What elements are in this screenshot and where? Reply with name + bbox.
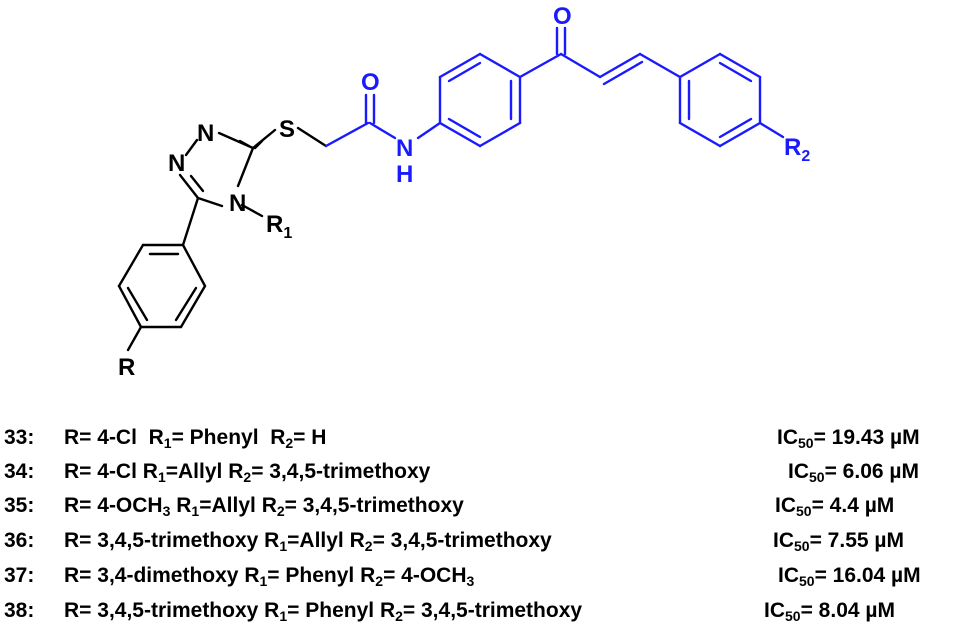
- blue-bonds: [324, 26, 785, 148]
- compound-ic50: IC50= 16.04 µM: [778, 564, 921, 589]
- chemical-structure: N N N S O N H O R R1 R2: [117, 3, 810, 381]
- atom-o-ketone: O: [553, 3, 572, 30]
- compound-ic50: IC50= 6.06 µM: [788, 460, 919, 485]
- compound-row: 36: R= 3,4,5-trimethoxy R1=Allyl R2= 3,4…: [0, 529, 969, 563]
- compound-substituents: R= 3,4,5-trimethoxy R1=Allyl R2= 3,4,5-t…: [64, 529, 552, 554]
- atom-o-amide: O: [361, 69, 380, 96]
- compound-ic50: IC50= 19.43 µM: [777, 426, 920, 451]
- compound-id: 37:: [4, 564, 35, 587]
- compound-ic50: IC50= 7.55 µM: [773, 529, 904, 554]
- compound-substituents: R= 3,4,5-trimethoxy R1= Phenyl R2= 3,4,5…: [64, 599, 583, 624]
- compound-row: 35: R= 4-OCH3 R1=Allyl R2= 3,4,5-trimeth…: [0, 494, 969, 528]
- compound-row: 34: R= 4-Cl R1=Allyl R2= 3,4,5-trimethox…: [0, 460, 969, 494]
- compound-id: 35:: [4, 494, 35, 517]
- substituent-r1: R1: [266, 211, 292, 242]
- compound-row: 33: R= 4-Cl R1= Phenyl R2= H IC50= 19.43…: [0, 426, 969, 460]
- atom-n4: N: [229, 190, 246, 217]
- compound-id: 34:: [4, 460, 35, 483]
- atom-sulfur: S: [279, 116, 295, 143]
- compound-ic50: IC50= 4.4 µM: [775, 494, 895, 519]
- substituent-r: R: [118, 354, 135, 381]
- atom-n2: N: [168, 150, 185, 177]
- compound-substituents: R= 4-Cl R1=Allyl R2= 3,4,5-trimethoxy: [64, 460, 431, 485]
- compound-substituents: R= 4-OCH3 R1=Allyl R2= 3,4,5-trimethoxy: [64, 494, 464, 519]
- atom-h-amide: H: [396, 161, 413, 188]
- compound-row: 38: R= 3,4,5-trimethoxy R1= Phenyl R2= 3…: [0, 599, 969, 633]
- compound-id: 33:: [4, 426, 35, 449]
- substituent-r2: R2: [784, 134, 810, 165]
- atom-n-amide: N: [396, 135, 413, 162]
- compound-ic50: IC50= 8.04 µM: [764, 599, 895, 624]
- compound-id: 38:: [4, 599, 35, 622]
- black-bonds: [117, 126, 328, 352]
- compound-substituents: R= 3,4-dimethoxy R1= Phenyl R2= 4-OCH3: [64, 564, 475, 589]
- compound-substituents: R= 4-Cl R1= Phenyl R2= H: [64, 426, 327, 451]
- atom-n1: N: [197, 120, 214, 147]
- compound-id: 36:: [4, 529, 35, 552]
- compound-row: 37: R= 3,4-dimethoxy R1= Phenyl R2= 4-OC…: [0, 564, 969, 598]
